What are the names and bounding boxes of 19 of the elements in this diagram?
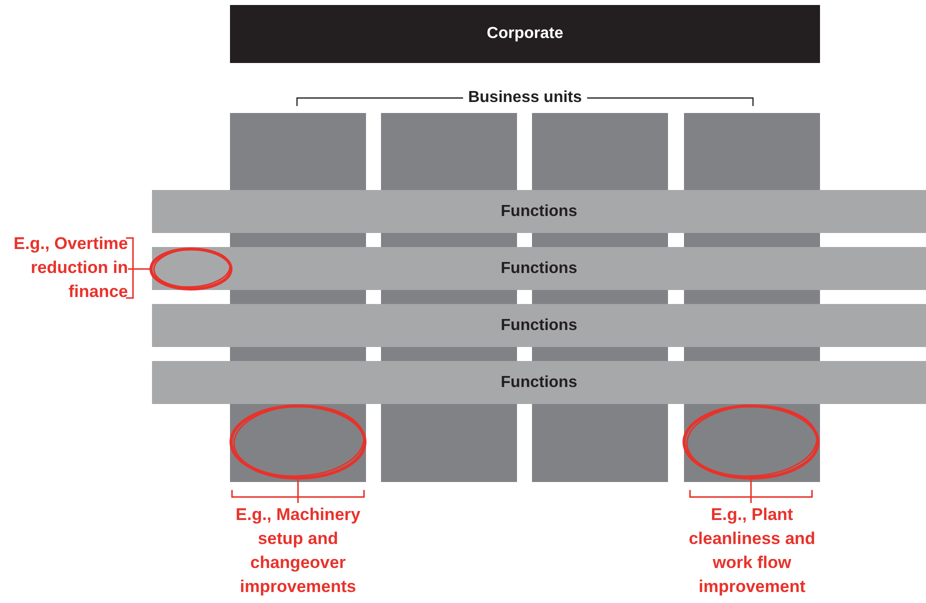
- callout-text: E.g., Machinery setup and changeover improvements: [223, 503, 373, 599]
- leader-line: [750, 479, 752, 503]
- band-label: Functions: [500, 260, 578, 278]
- highlight-ellipse: [681, 403, 821, 481]
- leader-line: [128, 268, 150, 270]
- highlight-ellipse: [148, 246, 234, 292]
- leader-line: [297, 479, 299, 503]
- highlight-ellipse: [228, 403, 368, 481]
- band-label: Functions: [500, 202, 578, 220]
- band-label: Functions: [500, 374, 578, 392]
- band-label: Functions: [500, 316, 578, 334]
- callout-text: E.g., Overtime reduction in finance: [0, 232, 128, 304]
- function-band: [152, 190, 926, 233]
- function-band: [152, 361, 926, 404]
- band-label: Corporate: [486, 25, 564, 43]
- function-band: [152, 304, 926, 347]
- function-band: [152, 247, 926, 290]
- header-bar: [230, 5, 820, 63]
- callout-text: E.g., Plant cleanliness and work flow improvement: [677, 503, 827, 599]
